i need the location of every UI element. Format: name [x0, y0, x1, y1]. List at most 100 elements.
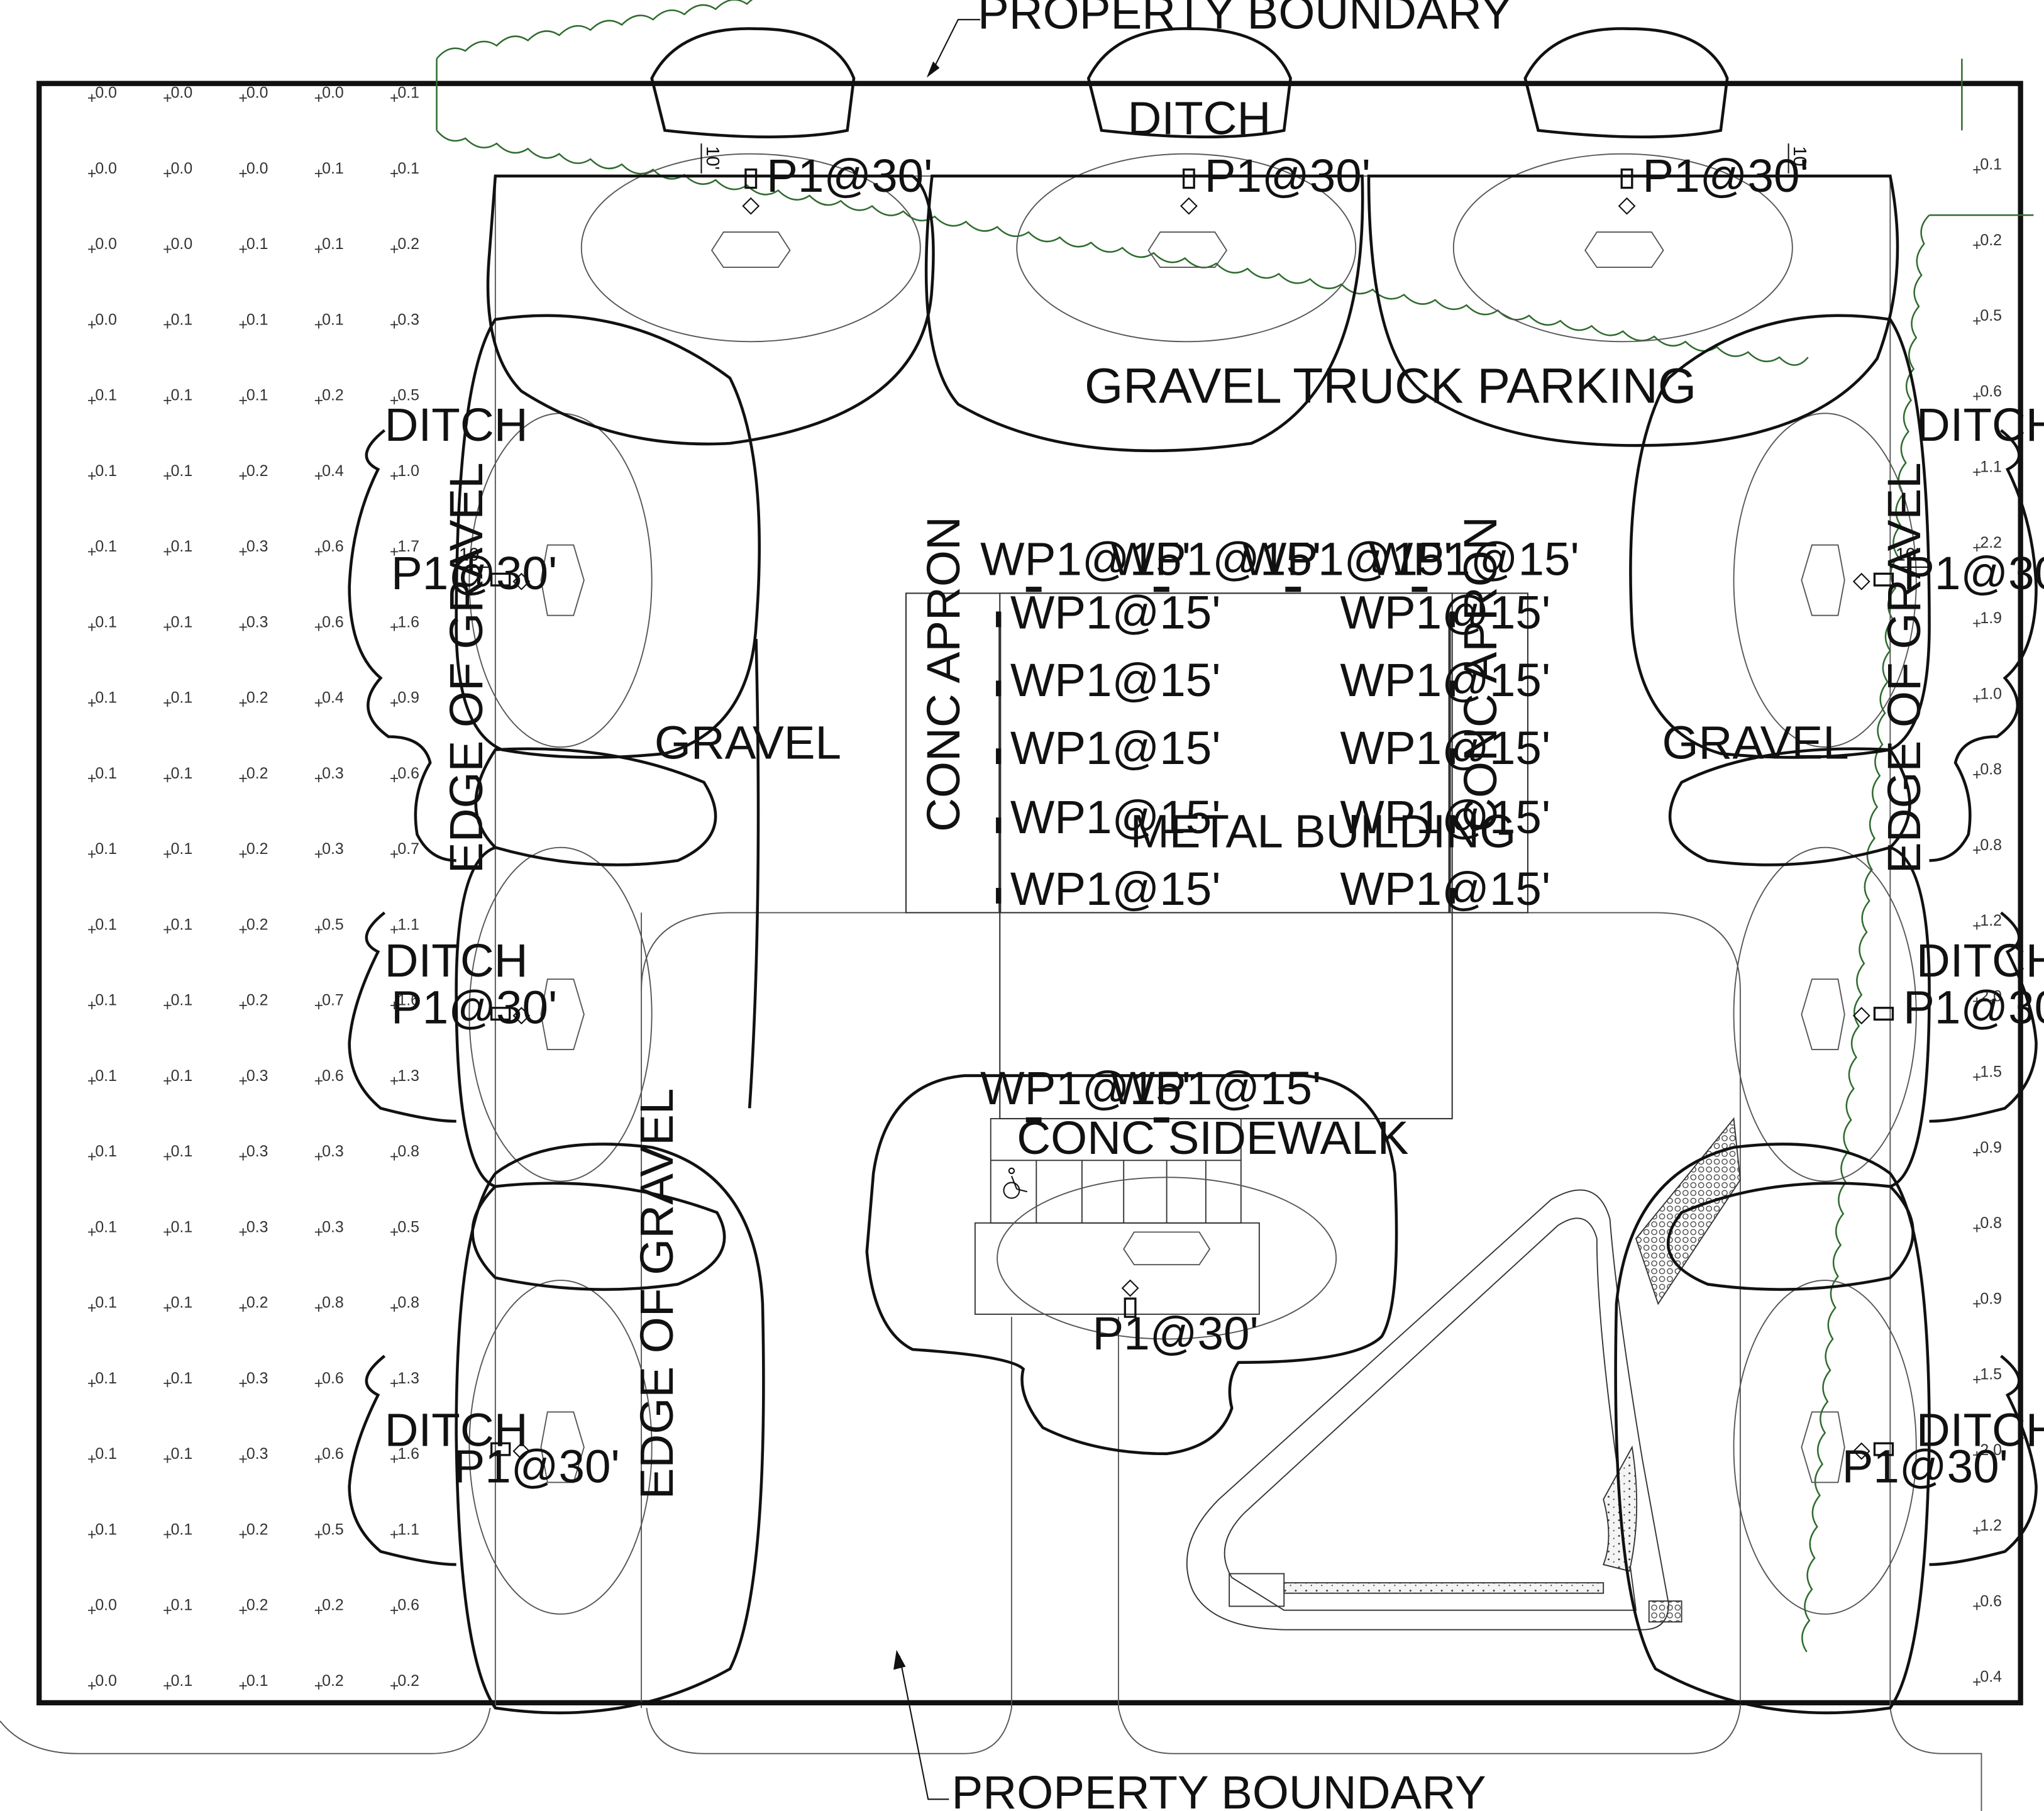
grid-point-value: 0.6 [322, 1445, 344, 1463]
grid-point-value: 0.2 [246, 1597, 268, 1614]
pole-fixture-icon [1873, 1442, 1894, 1456]
wall-pack-icon [996, 817, 1002, 833]
grid-point-value-marker: + [163, 1072, 172, 1090]
conc-apron-left-label: CONC APRON [917, 516, 970, 832]
grid-point-value-marker: + [238, 1450, 248, 1468]
pole-label: P1@30' [1842, 1439, 2008, 1492]
grid-point-value-marker: + [238, 467, 248, 485]
grid-point-value: 0.2 [397, 235, 419, 253]
grid-point-value-marker: + [87, 619, 97, 636]
grid-point-value: 0.1 [171, 462, 193, 480]
wall-pack-label: WP1@15' [980, 532, 1191, 585]
wall-pack-label: WP1@15' [1010, 653, 1221, 706]
accessible-parking-icon [1003, 1167, 1028, 1199]
property-boundary-bottom-label: PROPERTY BOUNDARY [952, 1766, 1486, 1811]
grid-point-value: 0.2 [1980, 231, 2002, 249]
grid-point-value: 0.4 [322, 462, 344, 480]
grid-point-value-marker: + [163, 89, 172, 107]
grid-point-value: 0.3 [246, 613, 268, 631]
property-boundary-top-label: PROPERTY BOUNDARY [978, 0, 1512, 39]
grid-point-value: 0.1 [95, 1445, 117, 1463]
wall-pack-label: WP1@15' [1340, 653, 1550, 706]
grid-point-value: 0.1 [171, 1218, 193, 1236]
grid-point-value-marker: + [238, 392, 248, 409]
grid-point-value-marker: + [238, 1224, 248, 1241]
grid-point-value-marker: + [238, 694, 248, 712]
wall-pack-label: WP1@15' [1369, 532, 1579, 585]
pole-fixtures [490, 168, 1894, 1460]
pole-label: P1@30' [1092, 1307, 1258, 1360]
grid-point-value: 0.3 [246, 1445, 268, 1463]
grid-point-value: 0.3 [246, 1143, 268, 1160]
grid-point-value-marker: + [163, 694, 172, 712]
grid-point-value-marker: + [314, 997, 324, 1014]
grid-point-value-marker: + [390, 543, 399, 560]
grid-point-value-marker: + [163, 467, 172, 485]
grid-point-value-marker: + [87, 467, 97, 485]
grid-point-value-marker: + [314, 921, 324, 939]
wall-pack-icon [1449, 888, 1455, 904]
grid-point-value: 1.0 [397, 462, 419, 480]
wall-pack-icon [1025, 587, 1042, 592]
pole-label: P1@30' [454, 1439, 620, 1492]
grid-point-value: 1.2 [1980, 1517, 2002, 1534]
grid-point-value: 0.0 [246, 160, 268, 177]
grid-point-value: 0.1 [171, 1067, 193, 1085]
ditch-right-label-1: DITCH [1916, 398, 2044, 451]
grid-point-value: 0.3 [322, 840, 344, 858]
grid-point-value-marker: + [87, 845, 97, 863]
grid-point-value: 1.1 [397, 916, 419, 933]
grid-point-value-marker: + [390, 316, 399, 334]
grid-point-value-marker: + [163, 392, 172, 409]
grid-point-value: 0.3 [246, 1370, 268, 1387]
grid-point-value: 0.1 [171, 538, 193, 555]
grid-point-value: 0.7 [322, 992, 344, 1009]
grid-point-value: 0.6 [397, 765, 419, 782]
grid-point-value: 0.0 [171, 84, 193, 102]
grid-point-value-marker: + [1972, 614, 1982, 632]
ditch-right-label-2: DITCH [1916, 934, 2044, 987]
grid-point-value: 0.3 [322, 1143, 344, 1160]
grid-point-value-marker: + [238, 1526, 248, 1544]
grid-point-value: 0.1 [246, 235, 268, 253]
grid-point-value: 0.1 [95, 613, 117, 631]
grid-point-value: 0.1 [322, 311, 344, 328]
grid-point-value: 0.9 [1980, 1139, 2002, 1156]
grid-point-value: 2.0 [1980, 1441, 2002, 1459]
wall-pack-label: WP1@15' [1110, 532, 1321, 585]
grid-point-value: 0.6 [322, 1067, 344, 1085]
grid-point-value-marker: + [390, 1602, 399, 1619]
grid-point-value-marker: + [238, 543, 248, 560]
ditch-right-label-3: DITCH [1916, 1403, 2044, 1456]
grid-point-value: 0.1 [95, 916, 117, 933]
grid-point-value-marker: + [390, 921, 399, 939]
grid-point-value-marker: + [390, 1526, 399, 1544]
grid-point-value: 1.7 [397, 538, 419, 555]
grid-point-value: 0.2 [246, 1520, 268, 1538]
grid-point-value-marker: + [314, 1450, 324, 1468]
wall-pack-label: WP1@15' [1340, 790, 1550, 843]
grid-point-value: 0.1 [95, 992, 117, 1009]
grid-point-value-marker: + [1972, 1068, 1982, 1086]
grid-point-value-marker: + [390, 770, 399, 787]
grid-point-value-marker: + [87, 1375, 97, 1392]
grid-point-value-marker: + [390, 1072, 399, 1090]
grid-point-value: 2.2 [1980, 534, 2002, 551]
grid-point-value-marker: + [390, 240, 399, 258]
dimension-left: 10' [459, 545, 483, 565]
grid-point-value: 2.0 [1980, 987, 2002, 1005]
grid-point-value-marker: + [390, 1677, 399, 1695]
grid-point-value: 0.1 [171, 992, 193, 1009]
grid-point-value: 0.9 [397, 689, 419, 707]
wall-pack-label: WP1@15' [1110, 1061, 1321, 1114]
grid-point-value: 0.0 [95, 160, 117, 177]
grid-point-value: 0.1 [246, 387, 268, 404]
grid-point-value-marker: + [163, 1148, 172, 1165]
grid-point-value-marker: + [87, 543, 97, 560]
gravel-truck-parking-label: GRAVEL TRUCK PARKING [1085, 358, 1696, 414]
grid-point-value: 0.1 [95, 1370, 117, 1387]
grid-point-value: 0.2 [246, 840, 268, 858]
wall-pack-label: WP1@15' [1010, 790, 1221, 843]
grid-point-value: 0.1 [1980, 156, 2002, 174]
grid-point-value-marker: + [390, 1148, 399, 1165]
